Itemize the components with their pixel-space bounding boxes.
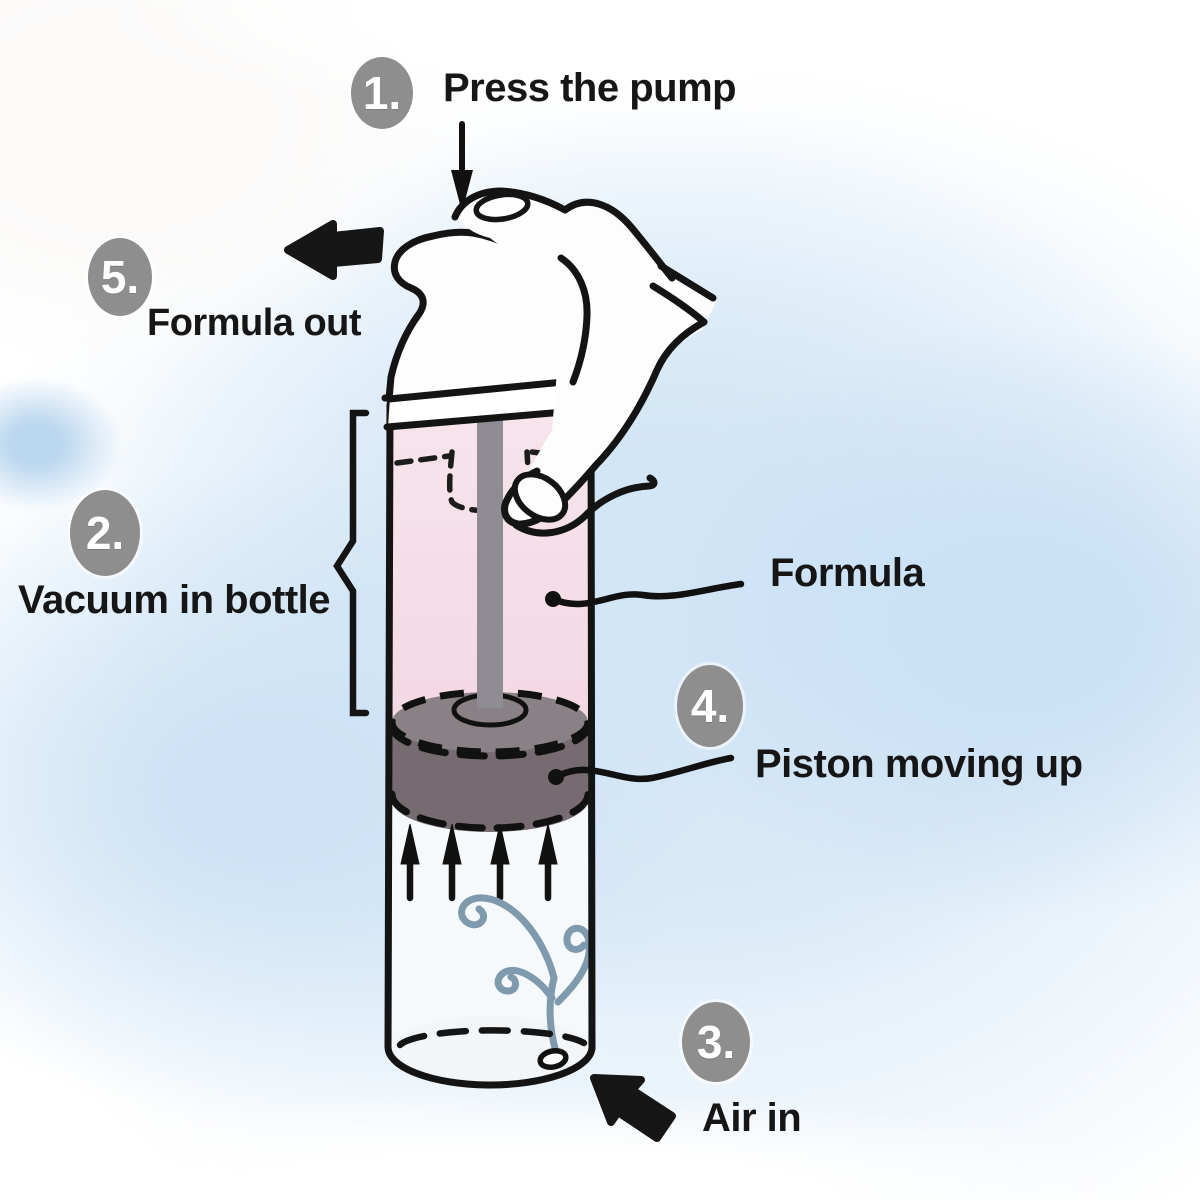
piston <box>388 686 592 832</box>
step-2-label: Vacuum in bottle <box>18 578 331 622</box>
air-inlet-hole <box>537 1047 569 1071</box>
air-in-arrow-icon <box>590 1074 676 1142</box>
finger-nail <box>511 471 569 523</box>
bottle-outline <box>384 392 596 1089</box>
air-flow-arrows <box>400 823 558 902</box>
formula-leader-line <box>545 580 745 608</box>
piston-leader-line <box>548 754 735 785</box>
step-4-label: Piston moving up <box>755 742 1083 786</box>
step-3-label: Air in <box>702 1096 802 1140</box>
formula-callout-label: Formula <box>770 551 925 595</box>
step-3-badge: 3. <box>682 1002 750 1082</box>
step-2-badge: 2. <box>70 490 140 576</box>
step-5-badge: 5. <box>88 238 152 316</box>
formula-out-arrow-icon <box>284 220 384 280</box>
step-5-label: Formula out <box>147 302 362 344</box>
step-1-label: Press the pump <box>443 66 737 110</box>
vacuum-brace-bracket <box>333 409 370 717</box>
thumb-nail <box>473 191 531 223</box>
air-swirl-icon <box>458 894 593 1056</box>
hand-pressing-icon <box>451 187 717 537</box>
down-arrow-icon <box>451 121 473 212</box>
step-1-badge: 1. <box>351 57 413 129</box>
step-4-badge: 4. <box>677 665 743 747</box>
